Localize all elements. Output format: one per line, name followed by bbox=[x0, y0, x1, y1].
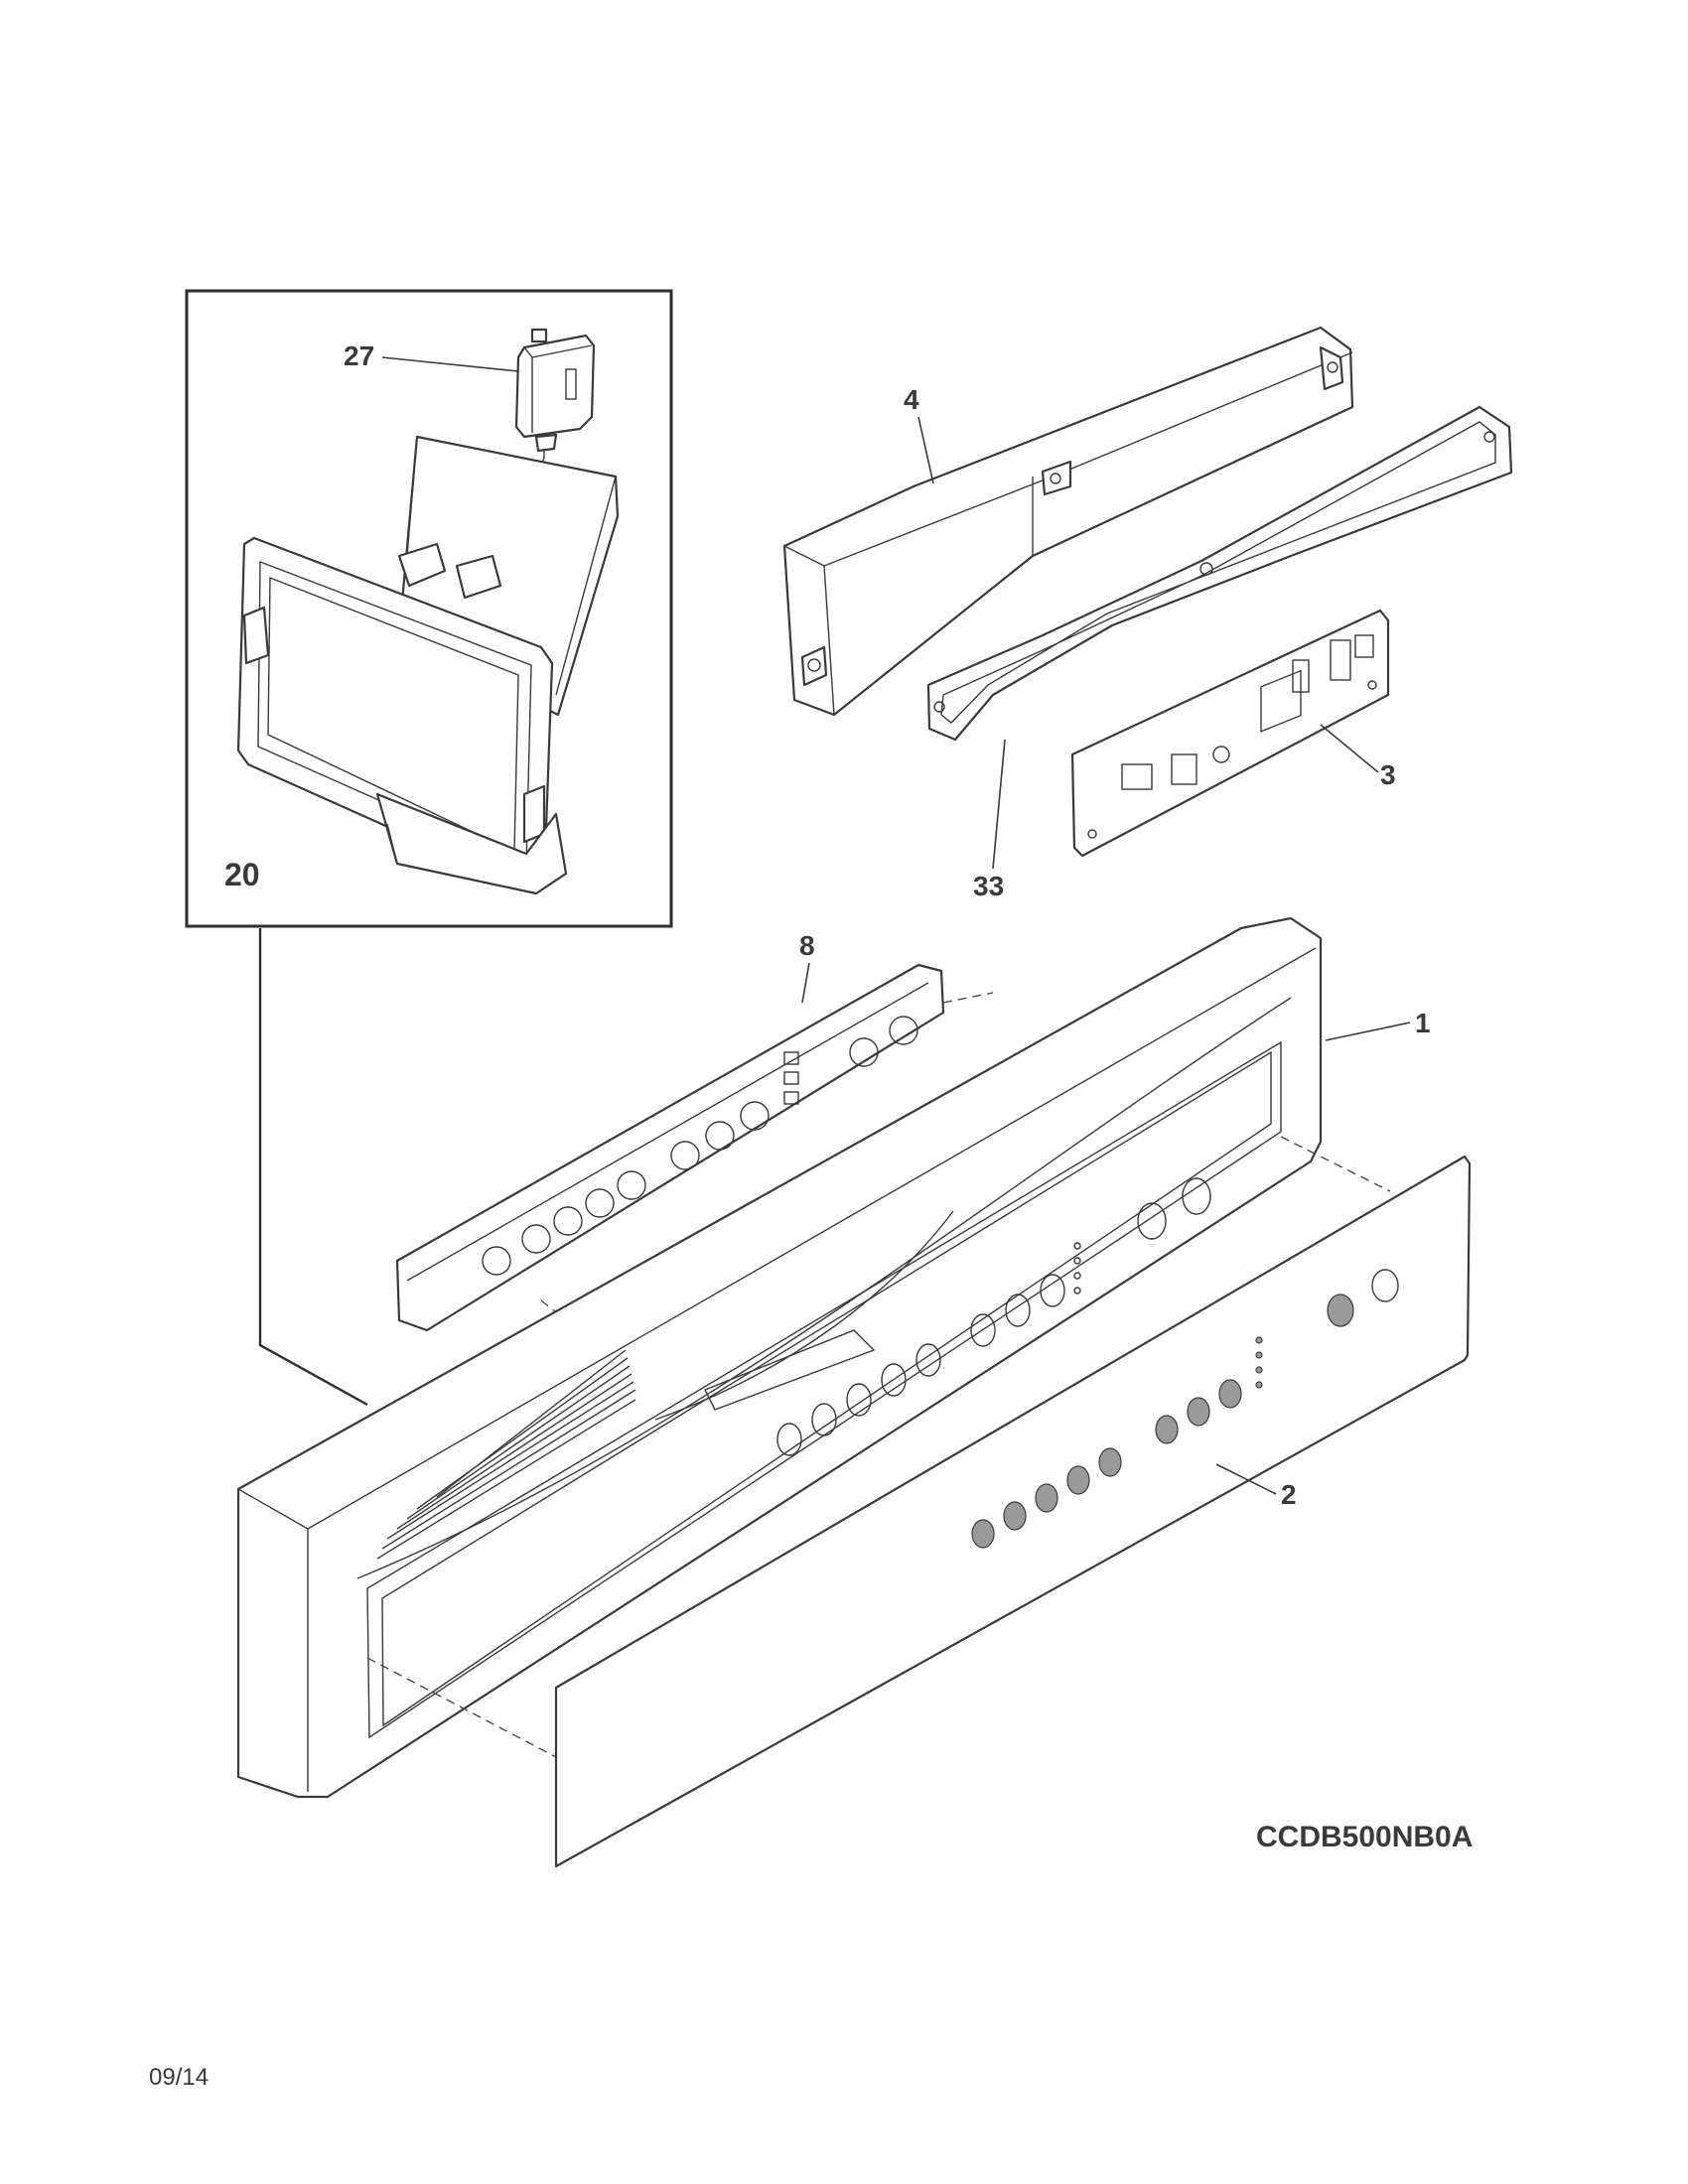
leader-4 bbox=[917, 416, 934, 484]
leader-33 bbox=[992, 739, 1006, 870]
leader-2 bbox=[1215, 1463, 1277, 1495]
leader-1 bbox=[1325, 1022, 1411, 1041]
leader-27 bbox=[381, 356, 519, 372]
date-code: 09/14 bbox=[149, 2064, 209, 2091]
dispenser-inset-group: 27 20 bbox=[185, 289, 673, 1407]
part-33-gasket bbox=[926, 405, 1513, 742]
vent-slots bbox=[376, 1349, 636, 1560]
dash-1-overlay bbox=[1280, 1136, 1391, 1192]
dash-8-console bbox=[942, 992, 994, 1004]
leader-8 bbox=[801, 962, 810, 1004]
part-1-console bbox=[236, 916, 1323, 1799]
callout-33: 33 bbox=[973, 871, 1004, 901]
switch-buttons bbox=[482, 1016, 918, 1276]
dash-1-overlay-b bbox=[366, 1657, 557, 1758]
part-2-overlay bbox=[554, 1155, 1472, 1868]
dispenser-inset-box bbox=[185, 289, 673, 928]
model-number: CCDB500NB0A bbox=[1256, 1821, 1473, 1853]
leader-3 bbox=[1320, 724, 1379, 773]
console-button-holes bbox=[776, 1177, 1211, 1456]
callout-27: 27 bbox=[344, 341, 374, 371]
part-20-dispenser bbox=[236, 435, 620, 895]
inset-connector-line bbox=[258, 928, 368, 1407]
part-3-circuit-board bbox=[1070, 609, 1390, 858]
part-8-switch-panel bbox=[395, 963, 945, 1332]
callout-4: 4 bbox=[904, 384, 919, 415]
callout-8: 8 bbox=[799, 930, 815, 961]
callout-2: 2 bbox=[1281, 1479, 1297, 1510]
overlay-button-marks bbox=[971, 1269, 1399, 1549]
callout-1: 1 bbox=[1415, 1008, 1431, 1038]
callout-3: 3 bbox=[1380, 759, 1396, 790]
part-4-housing bbox=[782, 326, 1354, 717]
part-27-actuator bbox=[514, 328, 596, 459]
callout-20: 20 bbox=[224, 857, 260, 892]
